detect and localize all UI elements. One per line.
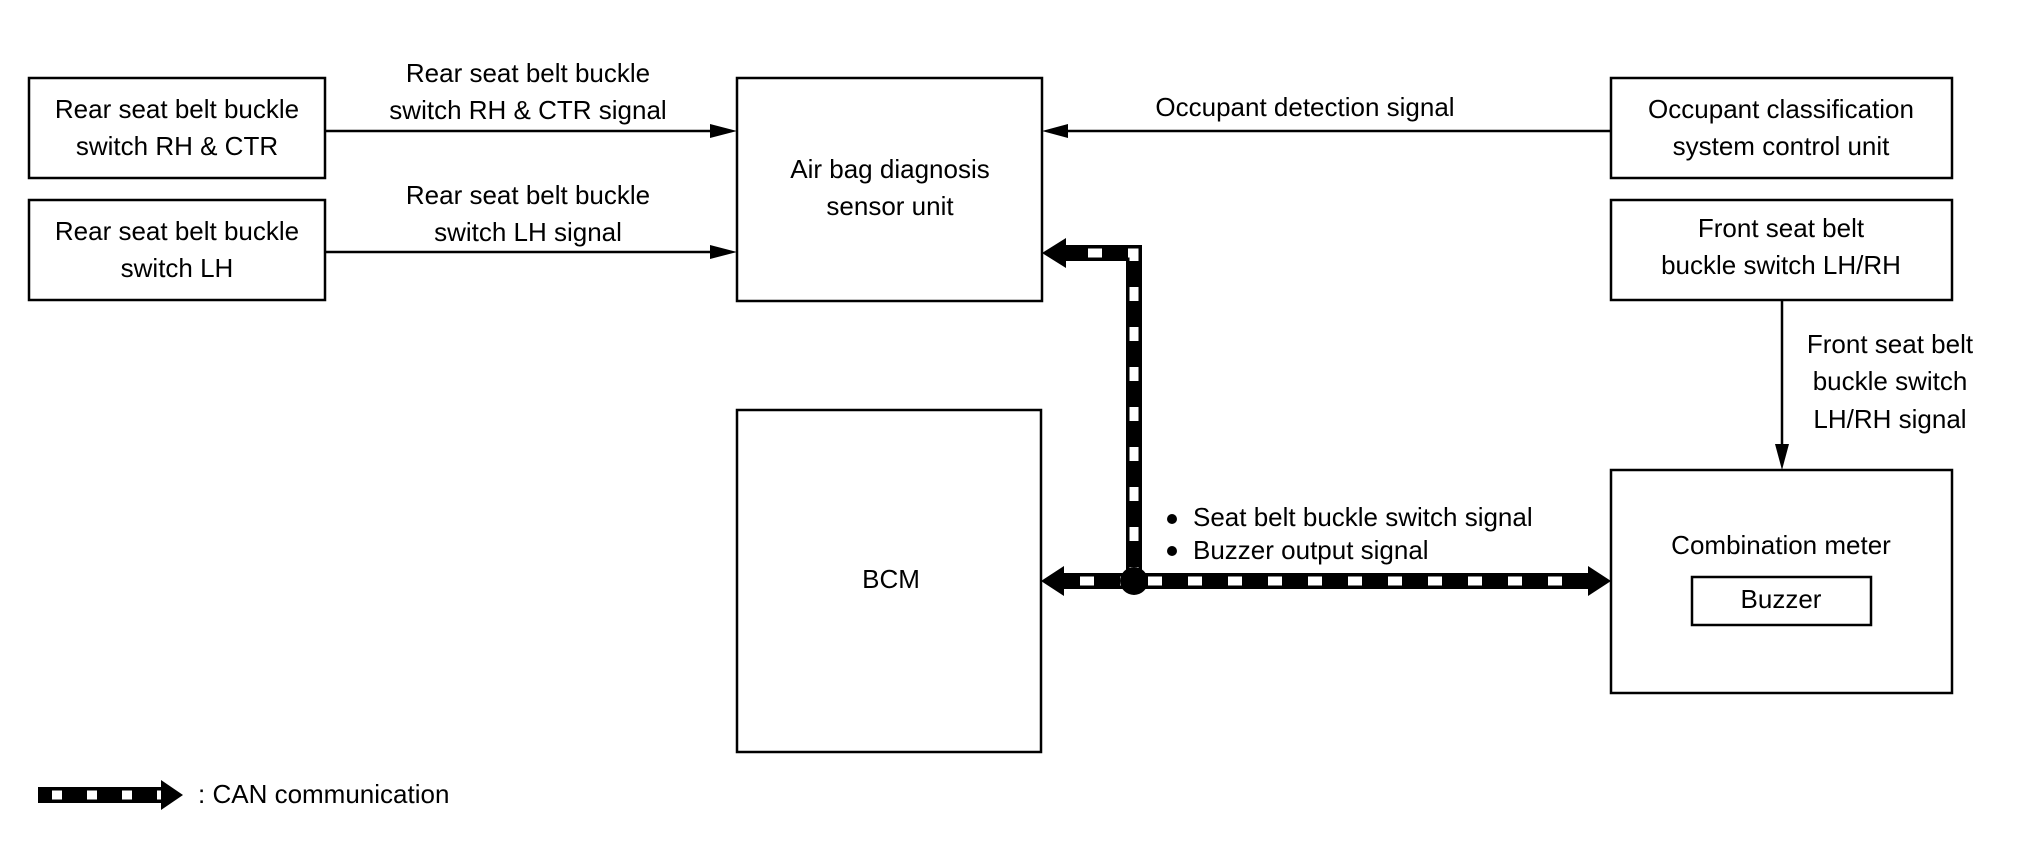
signal-label-line: Rear seat belt buckle [406,58,650,88]
node-label-line: Air bag diagnosis [790,154,989,184]
node-rear-switch-lh: Rear seat belt buckle switch LH [27,198,327,302]
node-label-line: sensor unit [826,191,954,221]
signal-rear-lh: Rear seat belt buckle switch LH signal [325,180,737,259]
signal-occupant-detection: Occupant detection signal [1042,92,1611,138]
signal-label-line: Front seat belt [1807,329,1974,359]
node-label-line: switch RH & CTR [76,131,278,161]
node-label-line: Front seat belt [1698,213,1865,243]
node-label-line: BCM [862,564,920,594]
signal-label-line: Occupant detection signal [1155,92,1454,122]
arrowhead-left-icon [1042,124,1068,138]
legend-arrowhead-icon [161,780,183,810]
bullet-icon [1167,514,1177,524]
signal-label-line: switch LH signal [434,217,622,247]
signal-label-line: LH/RH signal [1813,404,1966,434]
node-occupant-classification-unit: Occupant classification system control u… [1609,76,1954,180]
node-airbag-sensor-unit: Air bag diagnosis sensor unit [735,76,1044,303]
arrowhead-right-icon [710,124,737,138]
bullet-icon [1167,546,1177,556]
node-label-line: system control unit [1673,131,1891,161]
can-arrowhead-left-icon [1041,566,1064,596]
legend: : CAN communication [38,779,449,810]
node-bcm: BCM [735,408,1043,754]
can-bus: Seat belt buckle switch signal Buzzer ou… [1041,238,1611,596]
node-label-line: Rear seat belt buckle [55,216,299,246]
can-junction-dot [1120,567,1148,595]
can-message-label: Buzzer output signal [1193,535,1429,565]
can-line-pattern [1064,248,1139,581]
node-label-line: Combination meter [1671,530,1891,560]
node-front-switch-lh-rh: Front seat belt buckle switch LH/RH [1609,198,1954,302]
signal-label-line: buckle switch [1813,366,1968,396]
can-message-label: Seat belt buckle switch signal [1193,502,1533,532]
signal-label-line: switch RH & CTR signal [389,95,666,125]
signal-rear-rh-ctr: Rear seat belt buckle switch RH & CTR si… [325,58,737,138]
arrowhead-right-icon [710,245,737,259]
node-combination-meter: Combination meter Buzzer [1609,468,1954,695]
node-label-line: switch LH [121,253,234,283]
can-line-airbag [1064,245,1142,581]
node-rear-switch-rh-ctr: Rear seat belt buckle switch RH & CTR [27,76,327,180]
can-arrowhead-left-icon [1042,238,1066,268]
can-arrowhead-right-icon [1588,566,1611,596]
node-label-line: buckle switch LH/RH [1661,250,1901,280]
node-buzzer: Buzzer [1690,575,1873,627]
node-label-line: Rear seat belt buckle [55,94,299,124]
arrowhead-down-icon [1775,444,1789,470]
node-label-line: Occupant classification [1648,94,1914,124]
legend-label: : CAN communication [198,779,449,809]
signal-front-switch: Front seat belt buckle switch LH/RH sign… [1775,300,1974,470]
signal-label-line: Rear seat belt buckle [406,180,650,210]
node-label-line: Buzzer [1741,584,1822,614]
